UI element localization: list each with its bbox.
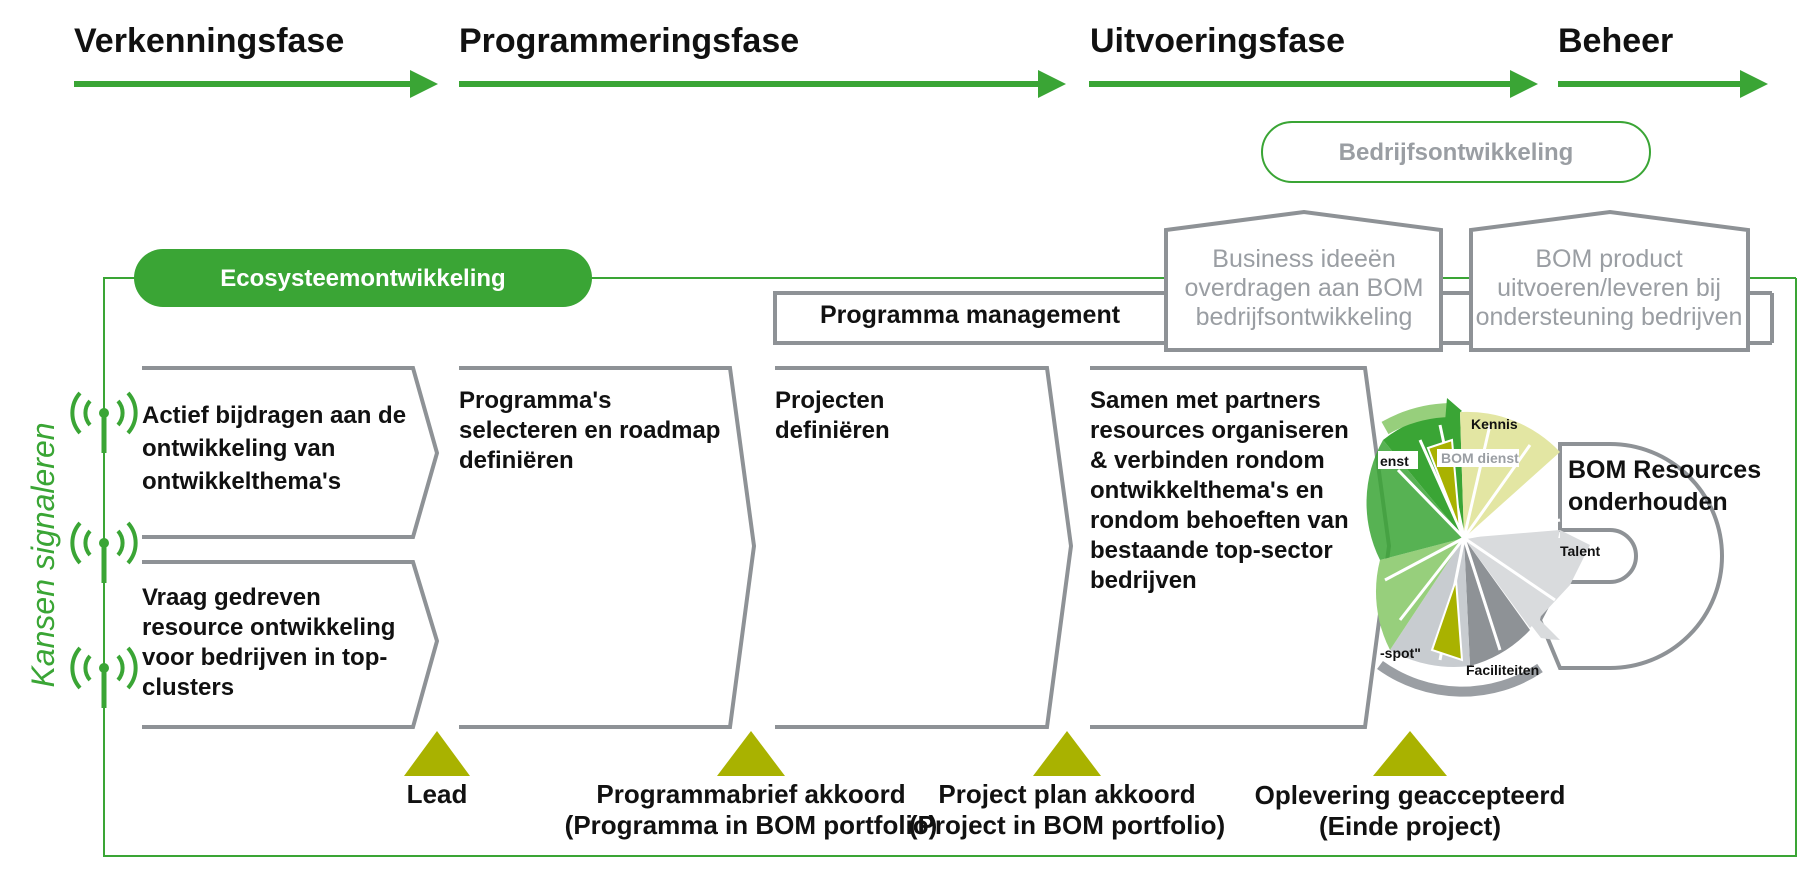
milestone-project-sublabel: (Project in BOM portfolio)	[909, 810, 1225, 840]
wheel-sector-green2	[1366, 440, 1464, 560]
arrow-head-icon	[1510, 70, 1538, 98]
handover-line: overdragen aan BOM	[1184, 274, 1423, 302]
business-development-pill	[1261, 121, 1651, 183]
milestone-delivery-label: Oplevering geaccepteerd	[1255, 780, 1566, 810]
step-programmes-line: Programma's	[459, 387, 611, 414]
product-line: ondersteuning bedrijven	[1476, 303, 1743, 331]
milestone-delivery-sublabel: (Einde project)	[1319, 811, 1501, 841]
handover-line: bedrijfsontwikkeling	[1196, 303, 1413, 331]
step-active-line: Actief bijdragen aan de	[142, 402, 406, 429]
step-partners-line: ontwikkelthema's en	[1090, 477, 1324, 504]
step-active-line: ontwikkelthema's	[142, 468, 341, 495]
wheel-rim-gray	[1377, 660, 1543, 697]
step-partners-line: & verbinden rondom	[1090, 447, 1325, 474]
resource-wheel: Kennis BOM dienst enst Talent Faciliteit…	[1366, 398, 1724, 697]
arrow-head-icon	[1038, 70, 1066, 98]
resources-arrow	[1537, 442, 1724, 670]
step-active-chevron	[142, 366, 440, 539]
step-demand-line: Vraag gedreven	[142, 584, 321, 611]
step-partners-line: bedrijven	[1090, 567, 1197, 594]
signal-icon	[70, 521, 138, 583]
step-active-line: ontwikkeling van	[142, 435, 335, 462]
step-demand-line: voor bedrijven in top-	[142, 644, 387, 671]
step-projects-chevron	[775, 366, 1074, 729]
milestone-programme-label: Programmabrief akkoord	[596, 779, 905, 809]
handover-house-box	[1164, 209, 1443, 352]
side-label: Kansen signaleren	[25, 422, 61, 687]
phase-programmering-label: Programmeringsfase	[459, 22, 799, 60]
step-demand-chevron	[142, 560, 440, 729]
ecosystem-frame	[103, 277, 1797, 857]
step-programmes-chevron	[459, 366, 757, 729]
step-demand-line: clusters	[142, 674, 234, 701]
ecosystem-pill	[134, 249, 592, 307]
signal-icon	[70, 646, 138, 708]
phase-beheer-label: Beheer	[1558, 22, 1673, 60]
step-partners-line: bestaande top-sector	[1090, 537, 1333, 564]
step-partners-line: Samen met partners	[1090, 387, 1321, 414]
ecosystem-label: Ecosysteemontwikkeling	[220, 265, 505, 292]
dienst-tag	[1378, 451, 1418, 469]
step-programmes-line: selecteren en roadmap	[459, 417, 720, 444]
phase-uitvoering-label: Uitvoeringsfase	[1090, 22, 1345, 60]
wheel-accent	[1430, 579, 1464, 662]
arrow-head-icon	[1740, 70, 1768, 98]
signal-icons	[70, 391, 138, 708]
wheel-rim-green	[1381, 403, 1451, 435]
wheel-sector-darkgray	[1464, 538, 1530, 666]
phase-header: Verkenningsfase Programmeringsfase Uitvo…	[74, 22, 1673, 60]
product-line: uitvoeren/leveren bij	[1497, 274, 1721, 302]
milestone-project-triangle	[1033, 731, 1101, 776]
resources-label-line: BOM Resources	[1568, 456, 1761, 484]
milestone-programme-triangle	[717, 731, 785, 776]
wheel-sector-lightgray2	[1464, 530, 1590, 628]
step-projects-line: Projecten	[775, 387, 884, 414]
wheel-label-faciliteiten: Faciliteiten	[1466, 662, 1539, 678]
arrow-head-icon	[1445, 398, 1462, 422]
milestone-lead-label: Lead	[407, 779, 468, 809]
step-partners-line: rondom behoeften van	[1090, 507, 1349, 534]
step-demand-line: resource ontwikkeling	[142, 614, 395, 641]
milestone-programme-sublabel: (Programma in BOM portfolio)	[565, 810, 938, 840]
milestone-project-label: Project plan akkoord	[938, 779, 1195, 809]
wheel-label-dienst: enst	[1380, 453, 1409, 469]
wheel-label-bom-dienst: BOM dienst	[1441, 450, 1519, 466]
programme-management-box	[773, 291, 1166, 345]
handover-line: Business ideeën	[1212, 245, 1395, 273]
bom-dienst-tag	[1437, 449, 1519, 467]
phase-verkenning-label: Verkenningsfase	[74, 22, 344, 60]
step-programmes-line: definiëren	[459, 447, 574, 474]
milestone-lead-triangle	[404, 731, 470, 776]
arrow-head-icon	[410, 70, 438, 98]
wheel-label-kennis: Kennis	[1471, 416, 1518, 432]
step-projects-line: definiëren	[775, 417, 890, 444]
step-partners-line: resources organiseren	[1090, 417, 1349, 444]
resources-label-line: onderhouden	[1568, 488, 1728, 516]
wheel-label-talent: Talent	[1560, 543, 1601, 559]
signal-icon	[70, 391, 138, 453]
phase-arrows	[74, 70, 1768, 98]
product-house-box	[1469, 209, 1750, 352]
product-line: BOM product	[1535, 245, 1682, 273]
business-development-label: Bedrijfsontwikkeling	[1339, 139, 1574, 166]
wheel-label-spot: -spot"	[1380, 645, 1421, 661]
programme-management-label: Programma management	[820, 301, 1121, 329]
milestone-delivery-triangle	[1373, 731, 1447, 776]
